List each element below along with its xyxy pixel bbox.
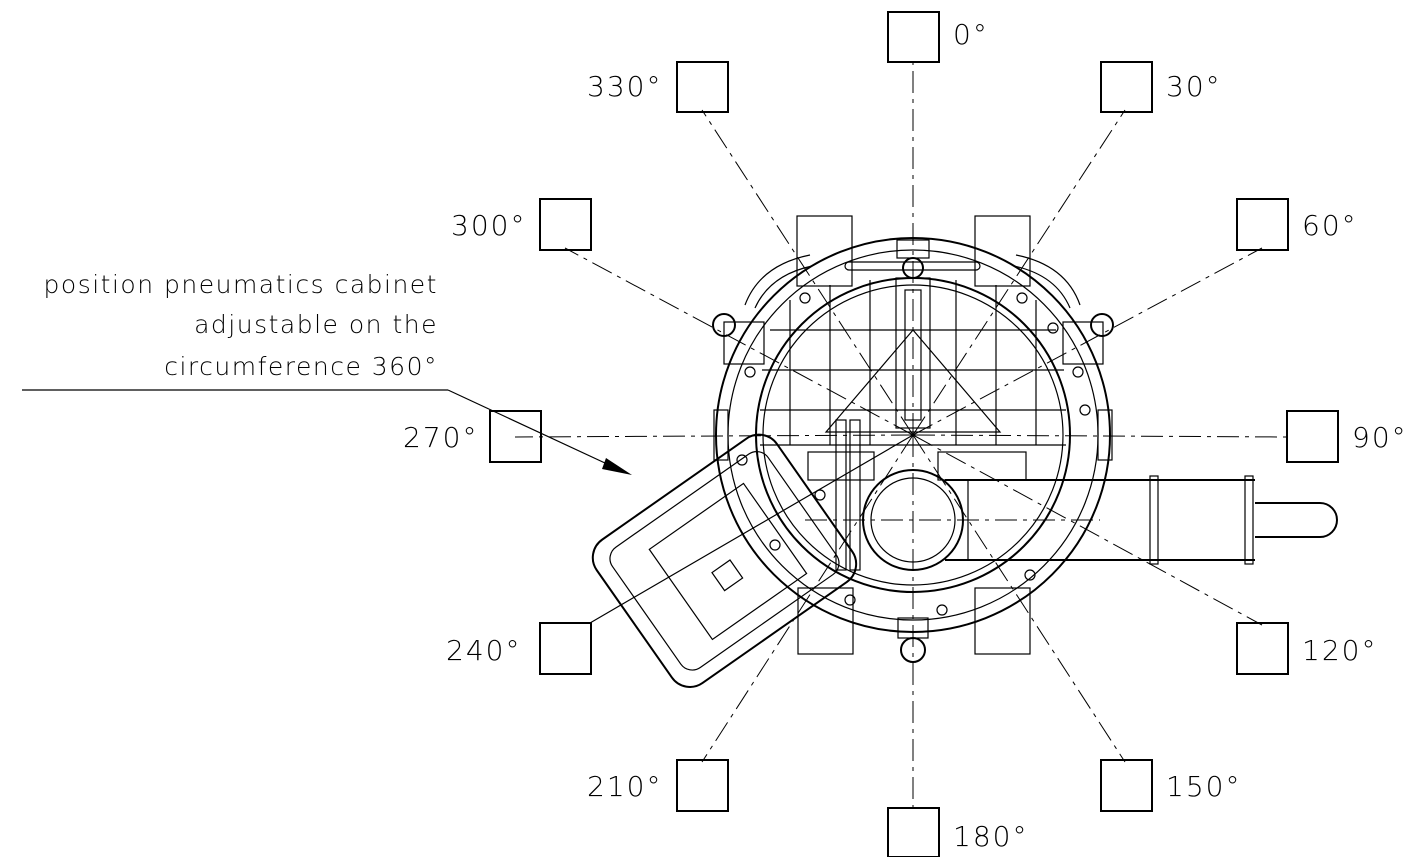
guide-150 [912,434,1126,763]
box-90 [1286,410,1339,463]
angle-label-90: 90° [1352,421,1407,454]
note-leader [447,389,621,471]
annotation-note: position pneumatics cabinet adjustable o… [22,270,632,475]
crossbar [844,261,981,271]
tab-top-left [796,215,853,287]
angle-guide-lines [514,60,1289,808]
box-330 [676,61,729,113]
box-270 [489,410,542,463]
top-clamp [896,239,930,259]
outer-ring-inner-edge [727,249,1099,621]
grate [760,280,1066,446]
angle-label-150: 150° [1166,770,1241,803]
bolt [936,604,948,616]
top-bridge [844,239,981,429]
bolt [1016,292,1028,304]
outer-ring [715,237,1111,633]
bolt [844,594,856,606]
cylinder-bracket-left [807,451,875,481]
angle-label-60: 60° [1302,209,1358,242]
arm-left-inner [754,265,813,309]
angle-label-210: 210° [587,770,662,803]
guide-90 [912,434,1289,438]
arm-left-outer [744,254,811,306]
guide-330 [701,109,914,436]
bolt [744,366,756,378]
guide-240 [589,434,914,624]
box-60 [1236,198,1289,251]
pipe-flange-2 [1244,475,1254,565]
tab-right-upper [1062,321,1104,365]
bolt [1079,404,1091,416]
box-150 [1100,759,1153,812]
box-180 [887,807,940,857]
mounting-tabs [713,215,1113,655]
box-30 [1100,61,1153,113]
angle-label-330: 330° [587,70,662,103]
pipe-nozzle [1255,502,1338,538]
guide-210 [701,434,914,763]
guide-120 [912,434,1263,626]
bolt [1024,569,1036,581]
note-line-2: adjustable on the [194,310,438,339]
outlet-pipe [805,469,1338,571]
lug-bottom-clamp [897,617,929,639]
tab-bottom-left [797,587,854,655]
angle-label-120: 120° [1302,634,1377,667]
cylinder-2 [849,419,861,571]
bolt-holes [736,292,1091,616]
box-300 [539,198,592,251]
note-line-1: position pneumatics cabinet [44,270,438,299]
box-120 [1236,622,1289,675]
lug-right [1090,313,1114,337]
cabinet-panel [648,482,808,641]
angle-label-0: 0° [953,18,989,51]
bolt [736,454,748,466]
tab-bottom-right [974,587,1031,655]
note-line-3: circumference 360° [164,352,438,381]
arm-right-inner [1013,265,1071,309]
bolt [1047,322,1059,334]
cabinet-inner [609,451,840,671]
guide-30 [912,109,1126,436]
box-240 [539,622,592,675]
lug-left [712,313,736,337]
angle-label-270: 270° [403,421,478,454]
bolt [1072,366,1084,378]
cylinder-1 [835,419,847,571]
center-cone [824,329,1002,433]
cabinet-valve [711,559,744,592]
tab-top-right [974,215,1031,287]
pneumatics-cabinet [591,433,858,688]
lifting-lugs [712,313,1114,663]
angle-label-300: 300° [451,209,526,242]
bolt [769,539,781,551]
angle-labels: 0° 30° 60° 90° 120° 150° 180° 210° 240° … [403,18,1407,853]
curved-arms [744,254,1081,309]
leader-arrowhead [602,458,632,475]
bolt [799,292,811,304]
vertical-beam-inner [904,289,922,421]
tab-left-upper [723,321,765,365]
angle-boxes [489,11,1339,857]
pipe-flange-1 [1149,475,1159,565]
arm-right-outer [1015,254,1081,306]
box-0 [887,11,940,63]
angle-label-30: 30° [1166,70,1222,103]
box-210 [676,759,729,812]
bolt [814,489,826,501]
cabinet-outer [591,433,858,688]
angle-label-240: 240° [446,634,521,667]
angle-label-180: 180° [953,820,1028,853]
